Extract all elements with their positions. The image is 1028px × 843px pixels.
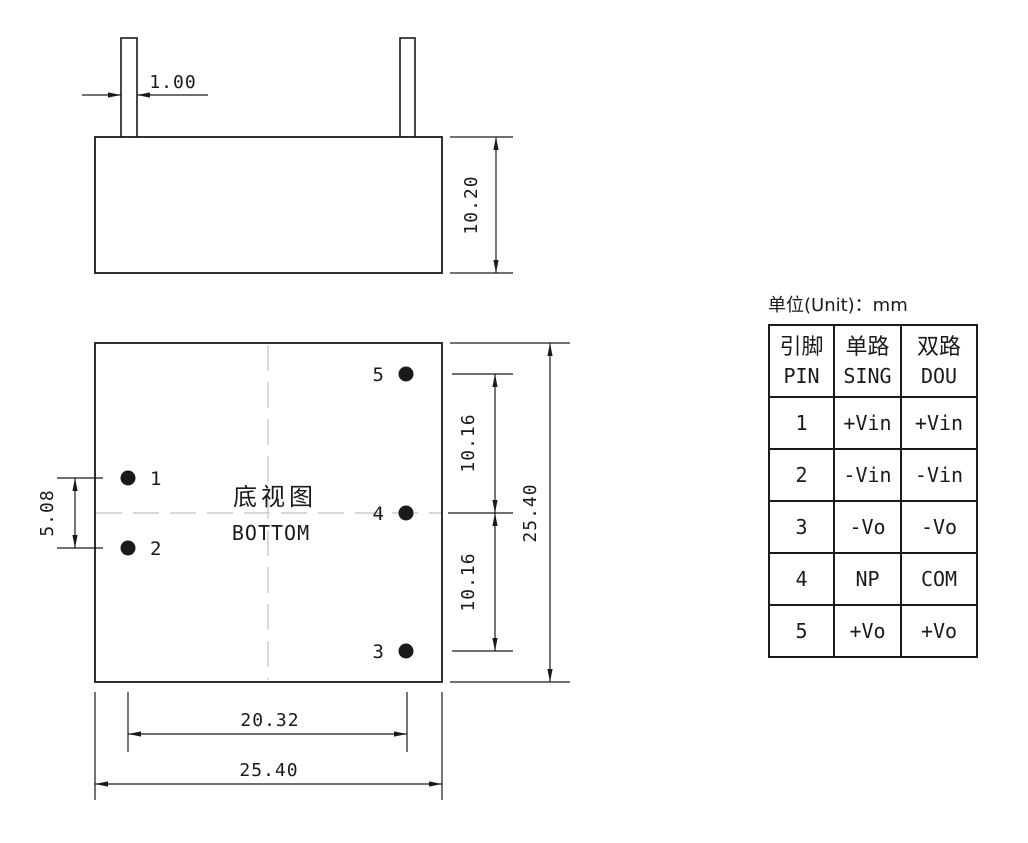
dim-pin-span-value: 20.32 — [240, 710, 299, 731]
dim-pitch-lower-right: 10.16 — [452, 513, 513, 652]
dim-body-depth: 25.40 — [450, 342, 570, 683]
side-view-left-pin — [120, 37, 138, 139]
row2-pin: 2 — [768, 448, 835, 502]
header-dual-en: DOU — [920, 364, 958, 388]
pin-1-label: 1 — [150, 468, 161, 490]
header-single-en: SING — [843, 364, 892, 388]
dim-pitch-lower-right-value: 10.16 — [458, 552, 479, 611]
table-row: 5 +Vo +Vo — [768, 604, 978, 658]
pin-3-label: 3 — [373, 641, 384, 663]
row4-pin: 4 — [768, 552, 835, 606]
row1-dou: +Vin — [900, 396, 978, 450]
dim-body-width: 25.40 — [94, 692, 443, 800]
row1-sing: +Vin — [833, 396, 902, 450]
header-dual: 双路 DOU — [900, 324, 978, 398]
header-pin-en: PIN — [783, 364, 820, 388]
bottom-view-title-en: BOTTOM — [232, 521, 310, 545]
bottom-view: 底视图 BOTTOM 1 2 5 4 3 5.08 — [37, 342, 570, 800]
dim-pin-width-value: 1.00 — [149, 72, 196, 93]
unit-label: 单位(Unit)：mm — [768, 295, 908, 316]
row4-sing: NP — [833, 552, 902, 606]
table-row: 2 -Vin -Vin — [768, 448, 978, 502]
side-view-body — [94, 136, 443, 274]
pin-4-label: 4 — [373, 503, 384, 525]
header-single: 单路 SING — [833, 324, 902, 398]
row2-dou: -Vin — [900, 448, 978, 502]
side-view: 1.00 10.20 — [82, 37, 513, 274]
pin-2-dot — [120, 540, 136, 556]
table-row: 4 NP COM — [768, 552, 978, 606]
dim-pin-width: 1.00 — [82, 72, 208, 98]
dim-pin-span: 20.32 — [127, 692, 408, 752]
package-outline-drawing: 1.00 10.20 底视图 BOTTOM — [37, 37, 570, 800]
header-dual-cn: 双路 — [916, 335, 961, 360]
pin-1-dot — [120, 470, 136, 486]
header-pin: 引脚 PIN — [768, 324, 835, 398]
row5-pin: 5 — [768, 604, 835, 658]
pin-function-table: 引脚 PIN 单路 SING 双路 DOU 1 +Vin +Vin 2 — [768, 324, 978, 658]
row3-pin: 3 — [768, 500, 835, 554]
dim-body-depth-value: 25.40 — [520, 483, 541, 542]
pin-5-label: 5 — [373, 364, 384, 386]
pin-3-dot — [398, 643, 414, 659]
bottom-view-title-cn: 底视图 — [233, 483, 317, 511]
row1-pin: 1 — [768, 396, 835, 450]
header-single-cn: 单路 — [845, 335, 890, 360]
pin-5-dot — [398, 366, 414, 382]
dim-body-width-value: 25.40 — [239, 760, 298, 781]
dim-body-height-value: 10.20 — [461, 175, 482, 234]
pin-4-dot — [398, 505, 414, 521]
row3-dou: -Vo — [900, 500, 978, 554]
pin-2-label: 2 — [150, 538, 161, 560]
dim-pitch-upper-right: 10.16 — [448, 373, 513, 514]
dim-pitch-upper-right-value: 10.16 — [458, 413, 479, 472]
row4-dou: COM — [900, 552, 978, 606]
row5-sing: +Vo — [833, 604, 902, 658]
row2-sing: -Vin — [833, 448, 902, 502]
table-row: 1 +Vin +Vin — [768, 396, 978, 450]
row3-sing: -Vo — [833, 500, 902, 554]
dim-pin-pitch-left-value: 5.08 — [37, 489, 58, 536]
table-row: 3 -Vo -Vo — [768, 500, 978, 554]
header-pin-cn: 引脚 — [779, 335, 824, 360]
row5-dou: +Vo — [900, 604, 978, 658]
dim-body-height: 10.20 — [450, 136, 513, 274]
side-view-right-pin — [399, 37, 416, 139]
table-header-row: 引脚 PIN 单路 SING 双路 DOU — [768, 324, 978, 398]
dim-pin-pitch-left: 5.08 — [37, 477, 103, 549]
